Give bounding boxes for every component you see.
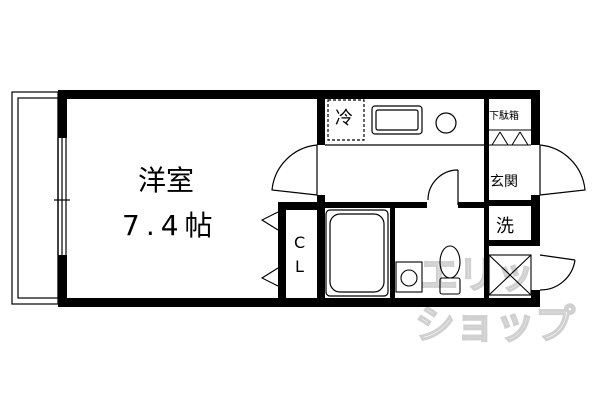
shoe-box-label: 下駄箱 xyxy=(489,109,519,122)
kitchen-bath-divider xyxy=(325,202,427,208)
bath-toilet-partition xyxy=(390,208,395,298)
door-room-kitchen xyxy=(271,144,318,196)
shoebox-wall xyxy=(484,90,489,130)
closet-wall-right xyxy=(317,202,325,307)
outer-wall-top xyxy=(58,90,540,99)
outer-wall-bottom xyxy=(58,298,540,307)
walls xyxy=(58,90,540,307)
closet-wall-left xyxy=(278,202,286,307)
washer-wall-bottom xyxy=(484,240,540,246)
outer-wall-right-upper xyxy=(531,90,540,145)
closet-doors xyxy=(260,211,279,287)
toilet xyxy=(439,245,461,295)
fridge-label: 冷 xyxy=(335,108,353,129)
washer-wall-left xyxy=(484,206,489,298)
partition-room-kitchen-lower xyxy=(317,195,325,207)
watermark-line-2: ショップ xyxy=(415,302,575,348)
kitchen-counter xyxy=(325,99,484,146)
entrance-wall-left xyxy=(484,130,489,205)
outer-wall-right-lower xyxy=(531,290,540,307)
closet-label-l: L xyxy=(295,257,304,276)
balcony-window xyxy=(54,138,70,255)
fridge-space xyxy=(327,99,365,141)
balcony xyxy=(11,91,59,305)
washer-label: 洗 xyxy=(496,216,514,237)
door-kitchen-bath xyxy=(427,169,459,205)
bathtub xyxy=(325,209,389,297)
closet-label-c: C xyxy=(294,233,305,252)
watermark-line-1: エリッ xyxy=(420,253,534,297)
room-name-label: 洋室 xyxy=(138,164,194,197)
shoe-box xyxy=(489,129,531,146)
wash-basin xyxy=(395,261,423,293)
outer-wall-left-upper xyxy=(58,90,67,138)
doors xyxy=(271,144,586,291)
watermark: エリッ ショップ xyxy=(414,252,576,349)
outer-wall-left-lower xyxy=(58,255,67,307)
washer-door xyxy=(539,254,576,291)
entrance-label: 玄関 xyxy=(490,173,518,190)
stove-burner xyxy=(435,112,457,134)
kitchen-bath-divider-2 xyxy=(458,202,484,208)
entrance-wall-bottom xyxy=(484,200,540,206)
partition-room-kitchen-upper xyxy=(317,90,325,145)
kitchen-sink xyxy=(371,105,423,135)
washer-pan xyxy=(488,254,532,296)
outer-wall-right-middle xyxy=(531,195,540,245)
room-size-label: 7.4帖 xyxy=(122,209,219,242)
closet-wall-top xyxy=(278,202,325,210)
entrance-door xyxy=(539,144,586,196)
